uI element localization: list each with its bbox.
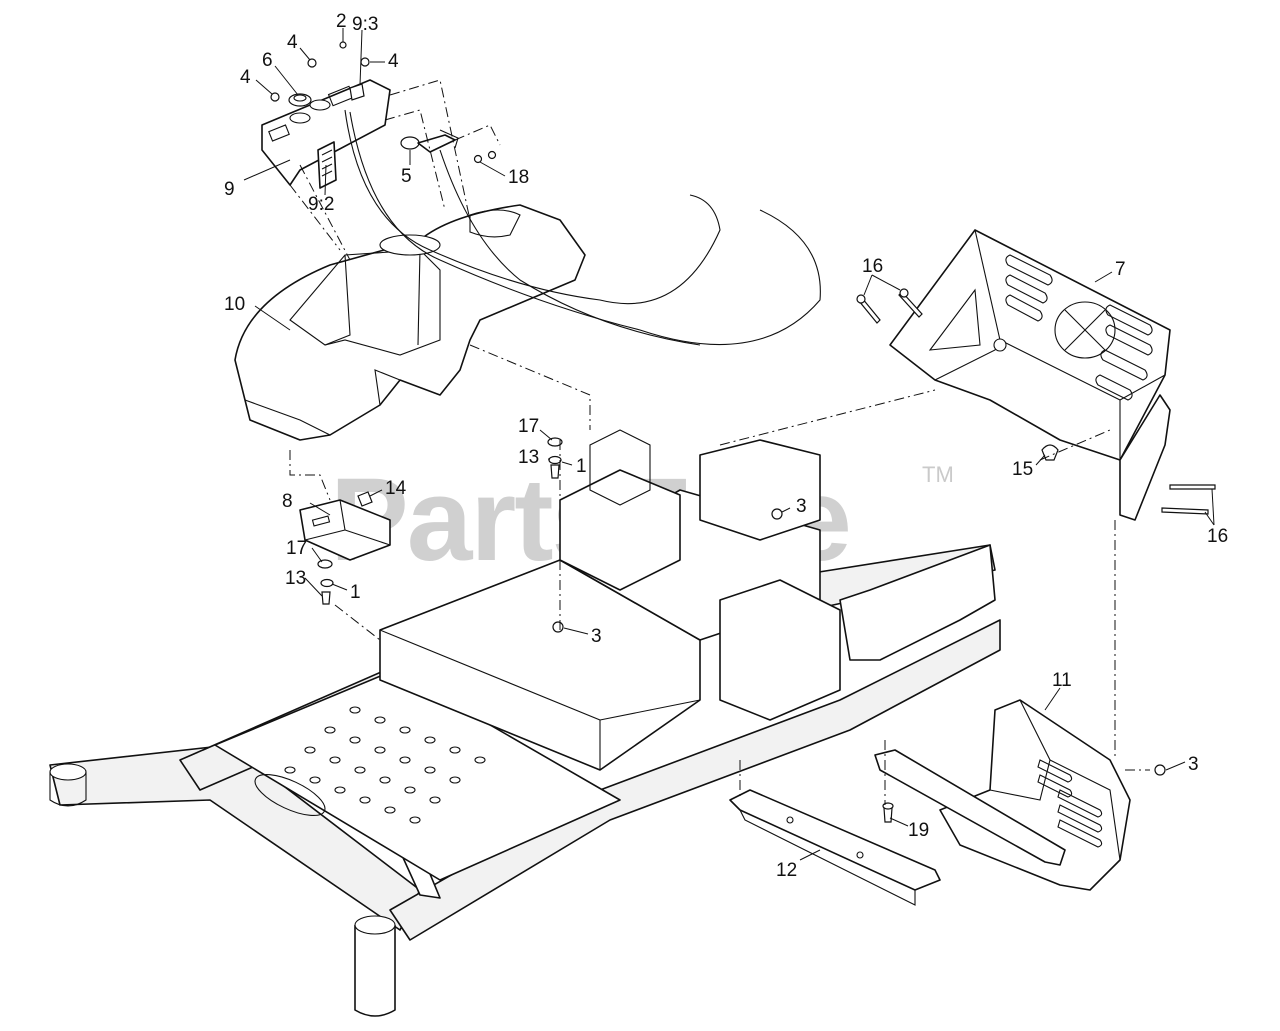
callout-16-b: 16 bbox=[1207, 526, 1228, 547]
callout-1-a: 1 bbox=[576, 456, 587, 477]
callout-11: 11 bbox=[1052, 670, 1072, 691]
callout-16-a: 16 bbox=[862, 256, 883, 277]
callout-4-c: 4 bbox=[240, 67, 251, 88]
mower-frame bbox=[49, 429, 1001, 1017]
callout-4-a: 4 bbox=[287, 32, 298, 53]
part-8-bracket bbox=[299, 499, 391, 561]
callout-labels: 2 9:3 4 4 4 6 9 9:2 5 18 10 16 7 17 13 1… bbox=[224, 11, 1228, 881]
leader-lines bbox=[243, 28, 1215, 861]
callout-18: 18 bbox=[508, 167, 529, 188]
callout-17-a: 17 bbox=[518, 416, 539, 437]
assembly-lines bbox=[289, 79, 1150, 805]
callout-3-a: 3 bbox=[796, 496, 807, 517]
callout-13-b: 13 bbox=[285, 568, 306, 589]
callout-3-b: 3 bbox=[591, 626, 602, 647]
callout-9-2: 9:2 bbox=[308, 194, 334, 215]
watermark-trademark: TM bbox=[922, 462, 954, 487]
part-6-switch bbox=[288, 93, 312, 107]
callout-2: 2 bbox=[336, 11, 347, 32]
part-9-control-panel bbox=[261, 79, 391, 189]
callout-17-b: 17 bbox=[286, 538, 307, 559]
part-12-rail bbox=[729, 789, 941, 906]
callout-13-a: 13 bbox=[518, 447, 539, 468]
callout-1-b: 1 bbox=[350, 582, 361, 603]
callout-3-c: 3 bbox=[1188, 754, 1199, 775]
hardware bbox=[270, 41, 1216, 823]
callout-14: 14 bbox=[385, 478, 407, 499]
callout-15: 15 bbox=[1012, 459, 1033, 480]
callout-5: 5 bbox=[401, 166, 412, 187]
callout-8: 8 bbox=[282, 491, 293, 512]
callout-19: 19 bbox=[908, 820, 929, 841]
callout-6: 6 bbox=[262, 50, 273, 71]
part-10-console-body bbox=[234, 204, 586, 441]
callout-7: 7 bbox=[1115, 259, 1126, 280]
part-11-pan bbox=[939, 699, 1131, 891]
control-cables bbox=[344, 109, 821, 346]
callout-12: 12 bbox=[776, 860, 797, 881]
part-7-seat-pan bbox=[889, 229, 1171, 521]
part-5-cable-assembly bbox=[400, 129, 459, 153]
callout-10: 10 bbox=[224, 294, 245, 315]
callout-9: 9 bbox=[224, 179, 235, 200]
callout-4-b: 4 bbox=[388, 51, 399, 72]
part-11-rail bbox=[874, 749, 1066, 866]
floor-holes bbox=[284, 706, 486, 824]
callout-9-3: 9:3 bbox=[352, 14, 378, 35]
